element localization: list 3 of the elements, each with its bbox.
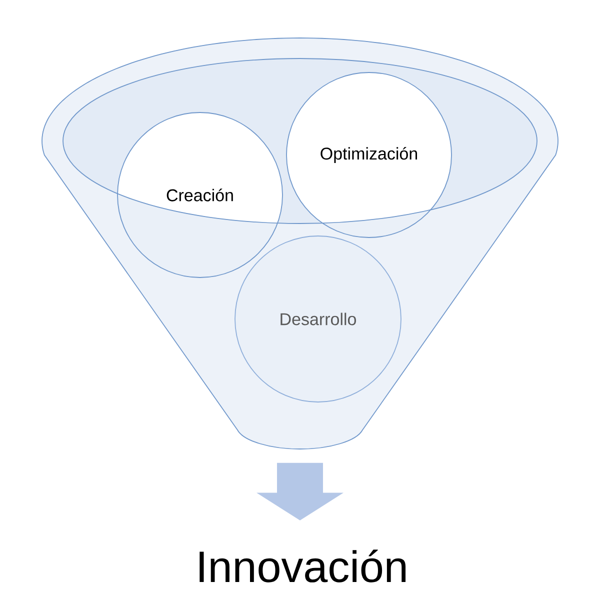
node-label: Desarrollo [280, 312, 356, 326]
block-arrow [256, 462, 344, 520]
outcome-label: Innovación [200, 550, 406, 582]
